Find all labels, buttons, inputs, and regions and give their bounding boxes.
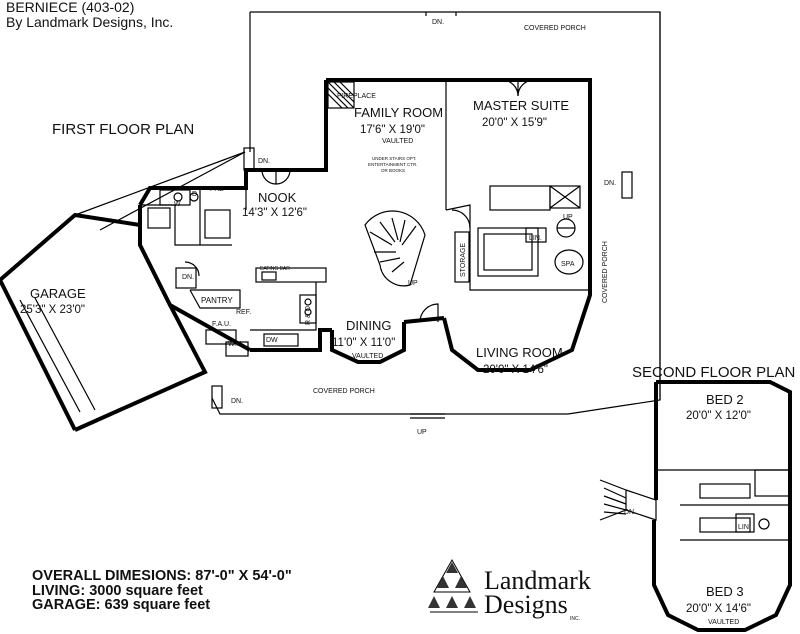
storage-label: STORAGE — [460, 243, 467, 277]
overall-dimensions: OVERALL DIMESIONS: 87'-0" X 54'-0" — [32, 568, 292, 584]
bed3-vaulted: VAULTED — [708, 619, 739, 626]
second-floor-plan-label: SECOND FLOOR PLAN — [632, 364, 795, 381]
plan-byline: By Landmark Designs, Inc. — [6, 14, 174, 30]
master-suite-label: MASTER SUITE — [473, 98, 569, 113]
family-room-vaulted: VAULTED — [382, 138, 413, 145]
under-stairs-label-3: OR BOOKS — [381, 168, 405, 173]
eating-bar-label: EATING BAR — [260, 266, 290, 272]
garage-dim: 25'3" X 23'0" — [20, 304, 85, 316]
water-heater-label: W.H. — [228, 341, 243, 348]
dn-label-garage: DN. — [182, 274, 194, 281]
dn-label-bottom: DN. — [231, 398, 243, 405]
living-room-label: LIVING ROOM — [476, 345, 563, 360]
living-room-dim: 20'0" X 14'6" — [483, 364, 548, 376]
up-label-stair: UP — [408, 280, 418, 287]
ref-label: REF. — [236, 309, 251, 316]
garage-area: GARAGE: 639 square feet — [32, 597, 211, 613]
dryer-label: D — [192, 191, 197, 198]
spa-label: SPA — [561, 261, 575, 268]
linen-label-first: LIN. — [529, 235, 542, 242]
exterior-walls — [138, 78, 592, 372]
fireplace-label: FIREPLACE — [337, 93, 376, 100]
dining-dim: 11'0" X 11'0" — [332, 337, 395, 349]
dining-label: DINING — [346, 318, 392, 333]
logo-text-landmark: Landmark — [484, 566, 591, 595]
up-label-master: UP — [563, 214, 573, 221]
second-floor-walls — [599, 380, 792, 632]
plan-summary: OVERALL DIMESIONS: 87'-0" X 54'-0" LIVIN… — [32, 569, 292, 613]
bed2-label: BED 2 — [706, 392, 744, 407]
master-suite-dim: 20'0" X 15'9" — [482, 117, 547, 129]
living-area: LIVING: 3000 square feet — [32, 582, 203, 599]
family-room-label: FAMILY ROOM — [354, 105, 443, 120]
dining-vaulted: VAULTED — [352, 353, 383, 360]
frz-label: FRZ — [210, 186, 224, 193]
plan-header: BERNIECE (403-02) By Landmark Designs, I… — [6, 0, 173, 30]
range-oven-label: R & O — [305, 305, 312, 325]
bed3-dim: 20'0" X 14'6" — [686, 603, 751, 615]
dn-label-right: DN. — [604, 180, 616, 187]
dn-label-second: DN. — [624, 509, 636, 516]
pantry-label: PANTRY — [201, 296, 233, 305]
garage-walls — [0, 212, 208, 432]
linen-label-second: LIN. — [738, 524, 751, 531]
dishwasher-label: DW — [266, 337, 278, 344]
dn-label-top: DN. — [432, 19, 444, 26]
logo-text-inc: INC. — [570, 616, 580, 622]
garage-label: GARAGE — [30, 286, 86, 301]
under-stairs-label-2: ENTERTAINMENT CTR. — [368, 162, 418, 167]
first-floor-plan-label: FIRST FLOOR PLAN — [52, 121, 194, 138]
plan-labels: FIRST FLOOR PLAN SECOND FLOOR PLAN DN. C… — [20, 19, 795, 626]
dn-label-nook: DN. — [258, 158, 270, 165]
up-label-bottom: UP — [417, 429, 427, 436]
landmark-logo-mark — [428, 558, 478, 613]
covered-porch-label-right: COVERED PORCH — [602, 241, 609, 303]
covered-porch-label-top: COVERED PORCH — [524, 25, 586, 32]
washer-label: W — [174, 201, 181, 208]
family-room-dim: 17'6" X 19'0" — [360, 124, 425, 136]
fau-label: F.A.U. — [212, 321, 231, 328]
under-stairs-label-1: UNDER STAIRS OPT. — [372, 156, 416, 161]
nook-label: NOOK — [258, 190, 297, 205]
logo-text-designs: Designs — [484, 590, 568, 619]
bed2-dim: 20'0" X 12'0" — [686, 410, 751, 422]
bed3-label: BED 3 — [706, 584, 744, 599]
covered-porch-label-bottom: COVERED PORCH — [313, 388, 375, 395]
spiral-staircase — [364, 210, 426, 287]
covered-porch-outline — [74, 11, 661, 419]
plan-title: BERNIECE (403-02) — [6, 0, 135, 15]
nook-dim: 14'3" X 12'6" — [242, 207, 307, 219]
interior-walls — [140, 79, 590, 357]
